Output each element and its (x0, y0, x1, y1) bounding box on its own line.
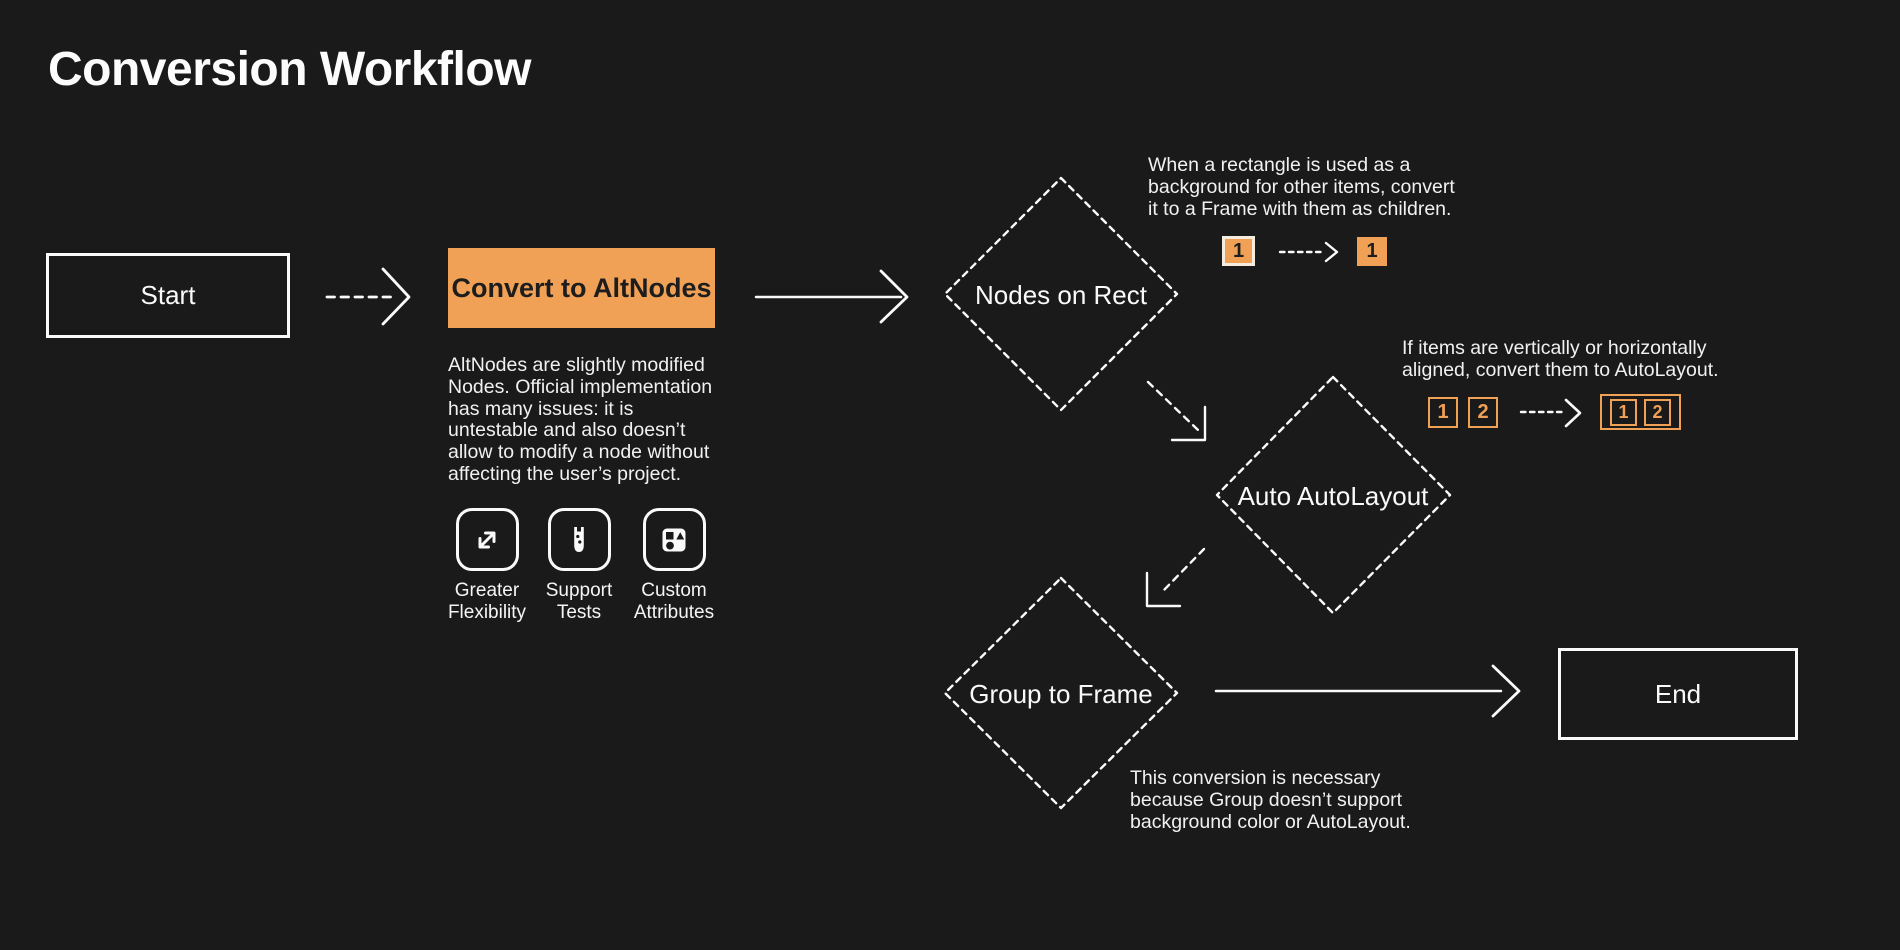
feature-greater-flexibility: Greater Flexibility (432, 508, 542, 623)
arrow-mini-items-to-autolayout (1519, 398, 1582, 428)
node-auto-autolayout-label[interactable]: Auto AutoLayout (1237, 481, 1429, 511)
node-end[interactable]: End (1558, 648, 1798, 740)
mini-autolayout-group: 1 2 (1600, 394, 1681, 430)
variants-icon (642, 508, 706, 571)
page-title: Conversion Workflow (48, 43, 532, 96)
mini-frame-item-number: 1 (1366, 240, 1378, 262)
node-convert-label: Convert to AltNodes (451, 272, 712, 303)
mini-rect-item-number: 1 (1232, 239, 1245, 262)
arrow-auto-to-group (1145, 547, 1206, 608)
feature-label: Support Tests (545, 580, 613, 623)
mini-item-1: 1 (1428, 397, 1458, 428)
mini-frame-item: 1 (1357, 237, 1387, 266)
arrow-group-to-end (1214, 664, 1521, 718)
node-group-to-frame-label[interactable]: Group to Frame (969, 679, 1153, 709)
arrow-convert-to-nodes-on-rect (754, 269, 909, 324)
node-convert-to-altnodes[interactable]: Convert to AltNodes (448, 248, 715, 328)
convert-description: AltNodes are slightly modified Nodes. Of… (448, 354, 713, 485)
mini-item-2-number: 2 (1477, 401, 1489, 423)
node-start[interactable]: Start (46, 253, 290, 338)
mini-grouped-item-2-number: 2 (1652, 401, 1663, 422)
expand-icon (455, 508, 519, 571)
nodes-on-rect-note: When a rectangle is used as a background… (1148, 154, 1455, 220)
group-to-frame-note: This conversion is necessary because Gro… (1130, 767, 1411, 833)
mini-grouped-item-1: 1 (1610, 398, 1637, 426)
node-nodes-on-rect-label[interactable]: Nodes on Rect (975, 280, 1147, 310)
arrow-nodes-on-rect-to-auto (1146, 380, 1207, 442)
node-end-label: End (1654, 678, 1702, 709)
node-start-label: Start (140, 280, 196, 310)
mini-grouped-item-1-number: 1 (1618, 401, 1629, 422)
arrow-start-to-convert (325, 267, 411, 326)
test-tube-icon (547, 508, 611, 571)
mini-item-2: 2 (1468, 397, 1498, 428)
auto-autolayout-note: If items are vertically or horizontally … (1402, 337, 1719, 381)
mini-rect-item: 1 (1222, 236, 1255, 266)
mini-item-1-number: 1 (1437, 401, 1449, 423)
feature-label: Greater Flexibility (447, 580, 527, 623)
feature-label: Custom Attributes (633, 580, 715, 623)
arrow-mini-rect-to-frame (1278, 241, 1339, 263)
mini-grouped-item-2: 2 (1644, 398, 1671, 426)
feature-support-tests: Support Tests (524, 508, 634, 623)
feature-custom-attributes: Custom Attributes (619, 508, 729, 623)
